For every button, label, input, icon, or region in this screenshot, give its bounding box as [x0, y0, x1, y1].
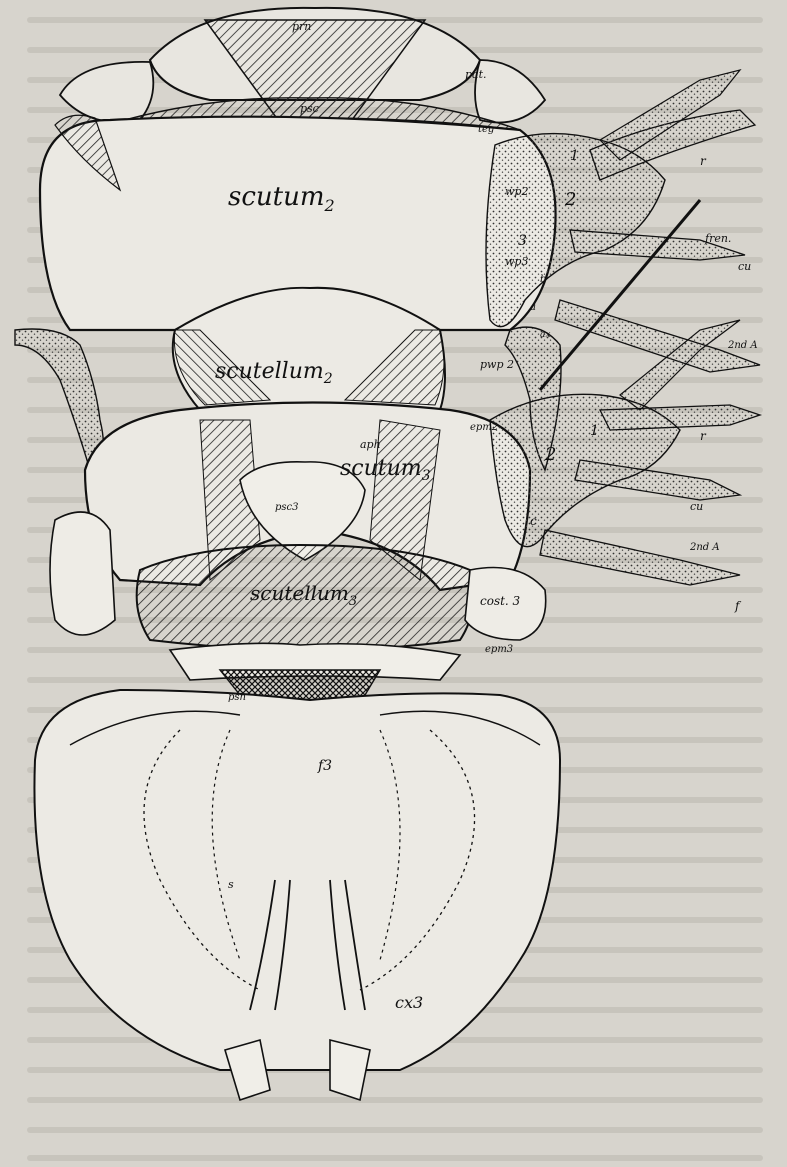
label-psc: psc: [300, 102, 319, 115]
label-psn: psn: [228, 692, 246, 703]
label-1-upper: 1: [570, 148, 579, 164]
label-epm3: epm3: [485, 644, 513, 655]
label-pat: pat.: [465, 68, 487, 81]
label-scutellum2: scutellum2: [215, 359, 333, 387]
label-scutum2: scutum2: [228, 182, 335, 215]
label-1-lower: 1: [590, 423, 599, 439]
label-cu-upper: cu: [738, 260, 751, 273]
label-aph: aph: [360, 438, 381, 451]
label-wp2: wp2: [505, 185, 528, 198]
label-pwp2: pwp 2: [480, 358, 514, 371]
label-fren: fren.: [704, 232, 731, 245]
label-scutum3: scutum3: [340, 456, 431, 484]
left-side-plate-3: [50, 512, 115, 635]
label-scutellum3: scutellum3: [250, 581, 357, 609]
label-c: c: [530, 514, 537, 528]
label-s: s: [228, 878, 234, 891]
label-cx3: cx3: [395, 993, 423, 1012]
label-cu-lower: cu: [690, 500, 703, 513]
label-2-upper: 2: [564, 189, 576, 210]
label-2a-lower: 2nd A: [689, 542, 720, 553]
label-2-lower: 2: [544, 444, 556, 465]
label-b: b: [540, 274, 546, 285]
label-2a-upper: 2nd A: [727, 340, 758, 351]
label-psc3: psc3: [275, 502, 299, 513]
label-epm2: epm2: [470, 422, 498, 433]
label-prn: prn: [292, 20, 311, 33]
label-teg: teg: [478, 124, 494, 135]
label-3-upper: 3: [518, 233, 527, 249]
label-wp3: wp3: [505, 255, 528, 268]
label-a: a: [530, 302, 536, 313]
label-f3: f3: [317, 758, 332, 774]
label-ax: ax: [540, 330, 550, 340]
label-cost3: cost. 3: [480, 594, 521, 608]
